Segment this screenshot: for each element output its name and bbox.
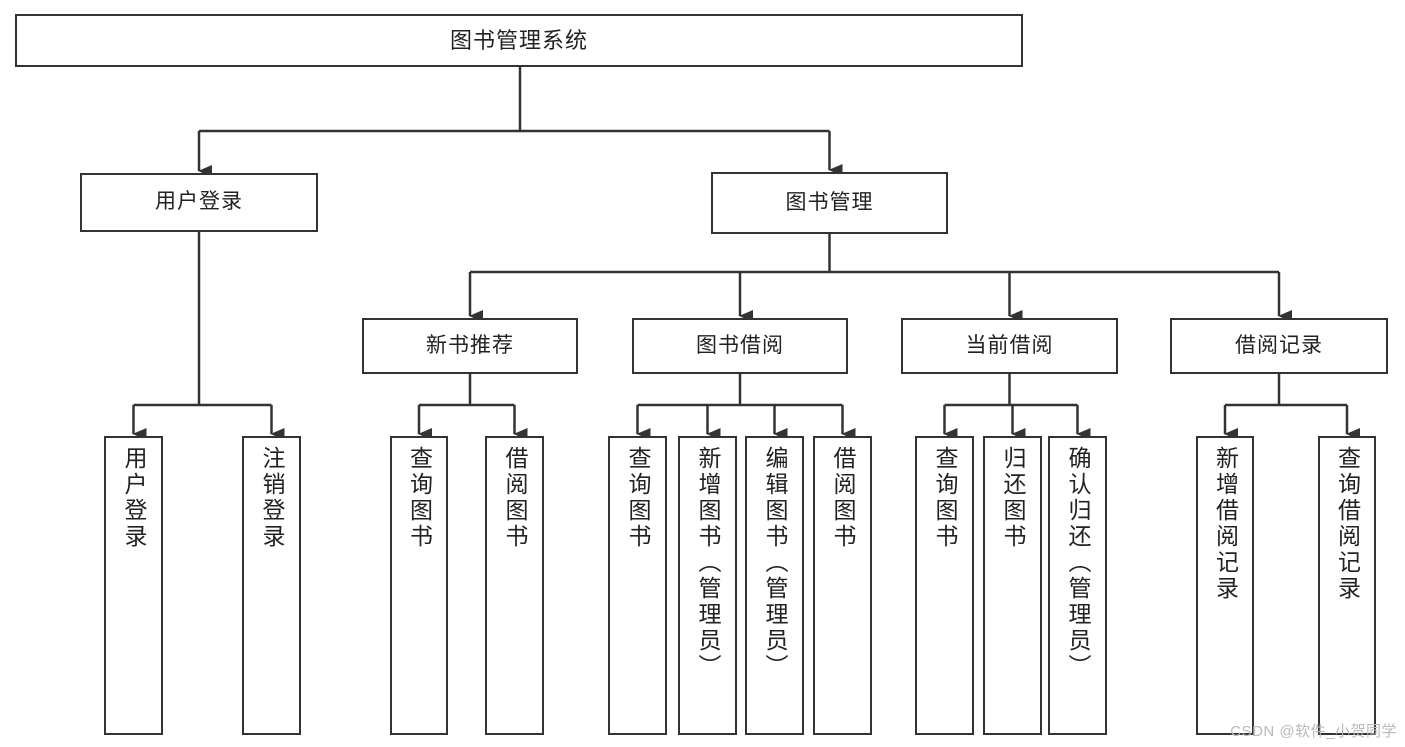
node-label: 当前借阅 xyxy=(965,333,1054,357)
node-book-borrow: 图书借阅 xyxy=(632,318,848,374)
node-label: 确认归还（管理员） xyxy=(1065,446,1091,680)
node-label: 查询图书 xyxy=(932,446,958,550)
csdn-watermark: CSDN @软件_小贺同学 xyxy=(1230,723,1397,740)
node-leaf-query-book-1: 查询图书 xyxy=(390,436,448,735)
node-leaf-query-book-2: 查询图书 xyxy=(608,436,667,735)
node-leaf-confirm-return: 确认归还（管理员） xyxy=(1048,436,1107,735)
node-leaf-borrow-book-2: 借阅图书 xyxy=(813,436,872,735)
node-current-borrow: 当前借阅 xyxy=(901,318,1118,374)
node-label: 借阅图书 xyxy=(502,446,528,550)
node-label: 新增借阅记录 xyxy=(1212,446,1239,602)
node-borrow-record: 借阅记录 xyxy=(1170,318,1388,374)
node-root: 图书管理系统 xyxy=(15,14,1023,67)
node-label: 新增图书（管理员） xyxy=(695,446,721,680)
node-leaf-query-book-3: 查询图书 xyxy=(915,436,974,735)
node-new-book-recommend: 新书推荐 xyxy=(362,318,578,374)
node-leaf-user-login: 用户登录 xyxy=(104,436,163,735)
node-leaf-add-record: 新增借阅记录 xyxy=(1196,436,1254,735)
node-label: 图书管理系统 xyxy=(449,27,588,53)
node-label: 编辑图书（管理员） xyxy=(762,446,788,680)
node-label: 借阅图书 xyxy=(830,446,856,550)
node-label: 查询图书 xyxy=(625,446,651,550)
node-leaf-borrow-book-1: 借阅图书 xyxy=(485,436,544,735)
node-label: 注销登录 xyxy=(259,446,285,550)
node-label: 归还图书 xyxy=(1000,446,1026,550)
node-label: 用户登录 xyxy=(155,190,243,214)
node-label: 查询图书 xyxy=(406,446,433,550)
node-label: 图书管理 xyxy=(785,190,874,214)
node-leaf-query-record: 查询借阅记录 xyxy=(1318,436,1376,735)
node-user-login: 用户登录 xyxy=(80,173,318,232)
node-leaf-add-book: 新增图书（管理员） xyxy=(678,436,737,735)
node-label: 图书借阅 xyxy=(696,333,784,357)
node-label: 用户登录 xyxy=(121,446,147,550)
node-book-manage: 图书管理 xyxy=(711,172,948,234)
node-leaf-logout: 注销登录 xyxy=(242,436,301,735)
node-label: 新书推荐 xyxy=(426,333,514,357)
node-label: 借阅记录 xyxy=(1235,333,1323,357)
node-leaf-return-book: 归还图书 xyxy=(983,436,1042,735)
node-label: 查询借阅记录 xyxy=(1334,446,1361,602)
node-leaf-edit-book: 编辑图书（管理员） xyxy=(745,436,804,735)
